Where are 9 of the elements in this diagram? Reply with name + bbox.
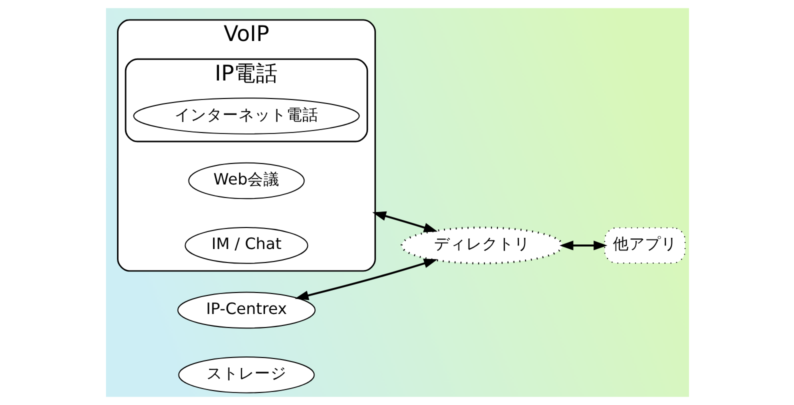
arrow: [372, 211, 438, 232]
node-ellipse: インターネット電話: [132, 98, 360, 134]
node-ellipse: ストレージ: [178, 356, 314, 394]
arrow: [559, 240, 607, 250]
node-box: 他アプリ: [604, 227, 686, 264]
node-ellipse: IM / Chat: [184, 227, 308, 264]
node-ellipse: ディレクトリ: [400, 226, 563, 264]
arrow: [294, 258, 438, 300]
node-ellipse: Web会議: [188, 162, 304, 200]
